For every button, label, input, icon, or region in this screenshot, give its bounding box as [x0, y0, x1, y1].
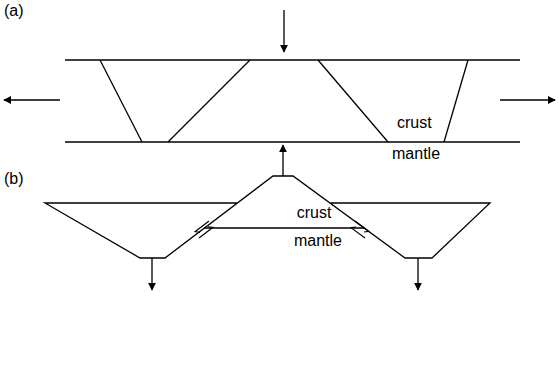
- force-arrows: [4, 10, 555, 100]
- panel-label: (a): [4, 2, 24, 20]
- layer-label: mantle: [392, 145, 440, 163]
- slip-half-arrows: [195, 221, 369, 238]
- layer-label: crust: [297, 204, 332, 222]
- layer-label: mantle: [294, 232, 342, 250]
- panel-a-crust-layer: [65, 60, 520, 142]
- panel-label: (b): [4, 170, 24, 188]
- layer-label: crust: [397, 114, 432, 132]
- motion-arrows: [152, 145, 418, 290]
- panel-b-blocks: [45, 176, 490, 258]
